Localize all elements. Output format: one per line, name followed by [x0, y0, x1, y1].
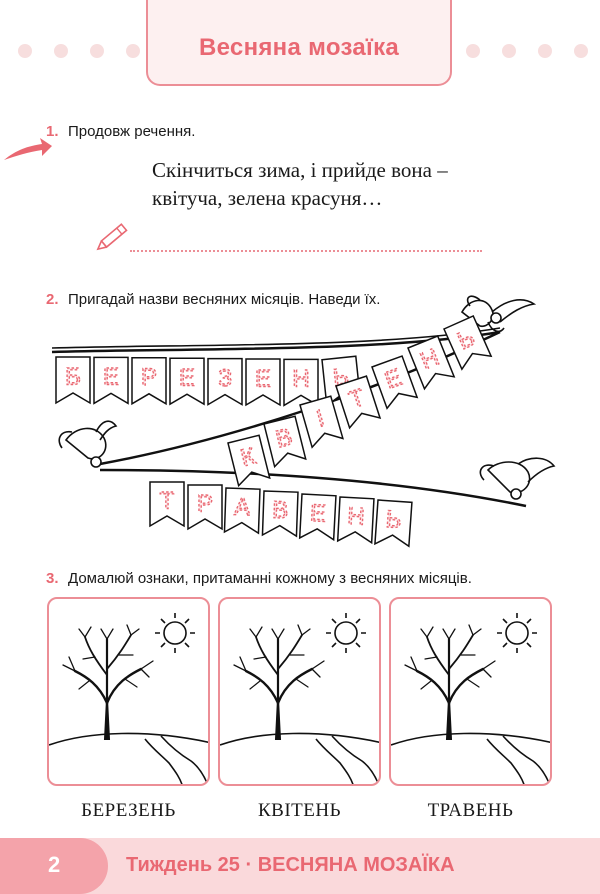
hill [49, 732, 208, 784]
flag-2-6: Ь [374, 499, 413, 548]
task3-number: 3. [46, 570, 59, 587]
page-number-tab: 2 [0, 838, 108, 894]
sun-icon [497, 613, 537, 653]
page-title: Весняна мозаїка [198, 34, 400, 61]
tree-icon [62, 624, 154, 740]
panel-label-kviten: КВІТЕНЬ [257, 800, 342, 821]
drawing-panel-kviten[interactable] [218, 597, 381, 786]
flag-0-3: Е [169, 357, 205, 406]
flag-letter: Н [417, 344, 443, 376]
task3-instruction: Домалюй ознаки, притаманні кожному з вес… [68, 570, 472, 587]
hill [220, 732, 379, 784]
flag-letter: Е [255, 365, 271, 392]
drawing-panel-berezen[interactable] [47, 597, 210, 786]
flag-2-5: Н [336, 496, 375, 545]
flag-1-5: Н [407, 335, 456, 391]
garland-kviten: КВІТЕНЬ [227, 314, 493, 488]
flag-letter: Ь [454, 324, 479, 355]
flag-1-3: Т [335, 375, 382, 430]
bird-icon [479, 457, 556, 500]
task1-sentence-line1: Скінчиться зима, і прийде вона – [152, 158, 448, 182]
flag-letter: Р [197, 490, 213, 517]
task2-instruction: Пригадай назви весняних місяців. Наведи … [68, 291, 381, 308]
flag-1-2: І [299, 395, 344, 449]
bird-icon [460, 295, 537, 333]
hill [391, 732, 550, 784]
flag-letter: Е [381, 364, 405, 395]
flag-letter: Е [103, 364, 119, 391]
title-box: Весняна мозаїка [146, 0, 452, 86]
flag-letter: В [273, 423, 295, 453]
tree-icon [233, 624, 325, 740]
flag-0-4: З [207, 357, 243, 406]
flag-letter: З [218, 365, 233, 392]
task2-number: 2. [46, 291, 59, 308]
panel-label-traven: ТРАВЕНЬ [427, 800, 514, 821]
header-dots-right [466, 44, 588, 58]
flag-0-5: Е [245, 358, 281, 407]
flag-2-1: Р [187, 484, 223, 531]
panel-scene [391, 613, 550, 784]
flag-letter: А [234, 494, 251, 522]
flag-letter: Ь [332, 364, 350, 392]
flag-letter: Е [179, 365, 195, 392]
flag-letter: І [314, 405, 328, 433]
sun-icon [326, 613, 366, 653]
flag-letter: Н [292, 366, 309, 393]
tree-icon [404, 624, 496, 740]
flag-2-2: А [223, 487, 261, 535]
flag-letter: Б [65, 363, 81, 390]
flag-2-3: В [261, 490, 299, 538]
flag-1-6: Ь [443, 314, 493, 371]
flag-1-4: Е [371, 355, 419, 410]
flag-letter: Р [141, 364, 157, 391]
bird-icon [58, 420, 118, 468]
panel-scene [220, 613, 379, 784]
flag-0-2: Р [131, 357, 167, 406]
flag-letter: Т [160, 487, 175, 514]
panel-scene [49, 613, 208, 784]
answer-line[interactable] [130, 244, 482, 252]
drawing-panel-traven[interactable] [389, 597, 552, 786]
flag-2-0: Т [149, 481, 185, 528]
panel-label-berezen: БЕРЕЗЕНЬ [81, 800, 176, 821]
footer: 2 Тиждень 25 · ВЕСНЯНА МОЗАЇКА [0, 838, 600, 894]
flag-letter: В [272, 497, 289, 525]
task1-number: 1. [46, 123, 59, 140]
flag-1-0: К [227, 434, 271, 488]
flag-1-1: В [263, 415, 307, 469]
page-number: 2 [48, 852, 61, 877]
flag-letter: К [238, 443, 258, 473]
flag-0-1: Е [93, 356, 129, 405]
sun-icon [155, 613, 195, 653]
flag-2-4: Е [298, 493, 337, 542]
flag-0-0: Б [55, 356, 91, 405]
flag-letter: Ь [385, 506, 403, 534]
footer-text: Тиждень 25 · ВЕСНЯНА МОЗАЇКА [126, 854, 455, 876]
header-dots-left [18, 44, 176, 58]
task1-instruction: Продовж речення. [68, 123, 196, 140]
task1-sentence-line2: квітуча, зелена красуня… [152, 186, 383, 210]
flag-letter: Н [347, 503, 366, 531]
flag-letter: Е [309, 500, 326, 528]
flag-0-7: Ь [321, 355, 362, 407]
flag-letter: Т [346, 384, 369, 414]
flag-0-6: Н [283, 358, 319, 407]
